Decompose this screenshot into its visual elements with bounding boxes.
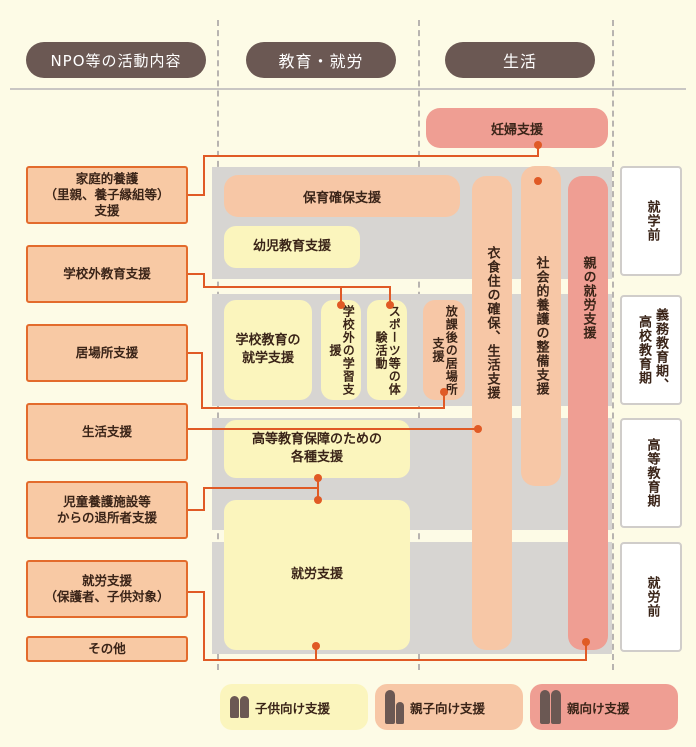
phase-higher: 高等教育期 — [620, 418, 682, 528]
activity-leaver-l2: からの退所者支援 — [56, 510, 157, 525]
phase-working-label: 就労前 — [644, 576, 660, 618]
phase-higher-label: 高等教育期 — [644, 438, 660, 508]
phase-compulsory-l1: 義務教育期、 — [652, 308, 668, 392]
support-social-care: 社会的養護の整備支援 — [521, 166, 561, 486]
support-after-school: 放課後の居場所支援 — [423, 300, 465, 400]
activity-outside-school-label: 学校外教育支援 — [63, 265, 151, 281]
support-outside-study: 学校外の学習支援 — [321, 300, 361, 400]
support-parent-work-label: 親の就労支援 — [580, 256, 596, 340]
support-social-care-label: 社会的養護の整備支援 — [533, 256, 549, 396]
parent-child-figure-icon — [385, 690, 404, 724]
support-employment: 就労支援 — [224, 500, 410, 650]
header-life-label: 生活 — [502, 52, 537, 71]
support-parent-work: 親の就労支援 — [568, 176, 608, 650]
activity-employment-l1: 就労支援 — [81, 572, 132, 588]
phase-preschool-label: 就学前 — [644, 200, 660, 242]
activity-life: 生活支援 — [26, 403, 188, 461]
phase-working: 就労前 — [620, 542, 682, 652]
activity-leaver-l1: 児童養護施設等 — [63, 493, 151, 509]
activity-other-label: その他 — [88, 640, 126, 656]
support-sports: スポーツ等の体験活動 — [367, 300, 407, 400]
activity-family-care-l2: （里親、養子縁組等） — [44, 186, 170, 202]
support-clothing: 衣食住の確保、生活支援 — [472, 176, 512, 650]
support-employment-label: 就労支援 — [290, 567, 343, 583]
support-pregnancy: 妊婦支援 — [426, 108, 608, 148]
phase-compulsory: 義務教育期、 高校教育期 — [620, 295, 682, 405]
legend-parent: 親向け支援 — [530, 684, 678, 730]
support-early-edu-label: 幼児教育支援 — [252, 239, 331, 255]
activity-family-care-l1: 家庭的養護 — [75, 170, 139, 186]
legend-child-label: 子供向け支援 — [255, 700, 331, 716]
support-higher-edu-l1: 高等教育保障のための — [251, 432, 382, 448]
support-school-edu-l2: 就学支援 — [241, 351, 294, 366]
phase-preschool: 就学前 — [620, 166, 682, 276]
header-divider — [10, 88, 686, 90]
legend-parent-label: 親向け支援 — [567, 700, 630, 716]
header-activities-label: NPO等の活動内容 — [50, 51, 182, 70]
activity-place-label: 居場所支援 — [75, 344, 139, 360]
activity-leaver: 児童養護施設等 からの退所者支援 — [26, 481, 188, 539]
legend-parent-child: 親子向け支援 — [375, 684, 523, 730]
header-activities: NPO等の活動内容 — [26, 42, 206, 78]
support-after-school-label: 放課後の居場所支援 — [431, 304, 459, 396]
support-childcare-label: 保育確保支援 — [302, 190, 381, 206]
header-life: 生活 — [445, 42, 595, 78]
activity-employment: 就労支援 （保護者、子供対象） — [26, 560, 188, 618]
column-divider-3 — [612, 20, 614, 670]
legend-child: 子供向け支援 — [220, 684, 368, 730]
activity-employment-l2: （保護者、子供対象） — [44, 589, 170, 604]
phase-compulsory-l2: 高校教育期 — [636, 315, 651, 385]
activity-outside-school: 学校外教育支援 — [26, 245, 188, 303]
support-clothing-label: 衣食住の確保、生活支援 — [484, 246, 500, 400]
support-school-edu: 学校教育の 就学支援 — [224, 300, 312, 400]
activity-life-label: 生活支援 — [81, 423, 132, 439]
support-outside-study-label: 学校外の学習支援 — [328, 304, 356, 396]
activity-family-care-l3: 支援 — [94, 203, 120, 219]
header-education-label: 教育・就労 — [278, 52, 364, 71]
support-childcare: 保育確保支援 — [224, 175, 460, 217]
header-education: 教育・就労 — [246, 42, 396, 78]
activity-family-care: 家庭的養護 （里親、養子縁組等） 支援 — [26, 166, 188, 224]
support-school-edu-l1: 学校教育の — [235, 333, 301, 349]
child-figure-icon — [230, 696, 249, 718]
activity-place: 居場所支援 — [26, 324, 188, 382]
support-early-edu: 幼児教育支援 — [224, 226, 360, 268]
support-higher-edu-l2: 各種支援 — [290, 450, 343, 465]
support-pregnancy-label: 妊婦支援 — [490, 122, 543, 138]
support-sports-label: スポーツ等の体験活動 — [374, 304, 402, 396]
activity-other: その他 — [26, 636, 188, 662]
legend-parent-child-label: 親子向け支援 — [410, 700, 486, 716]
parent-figure-icon — [540, 690, 561, 724]
